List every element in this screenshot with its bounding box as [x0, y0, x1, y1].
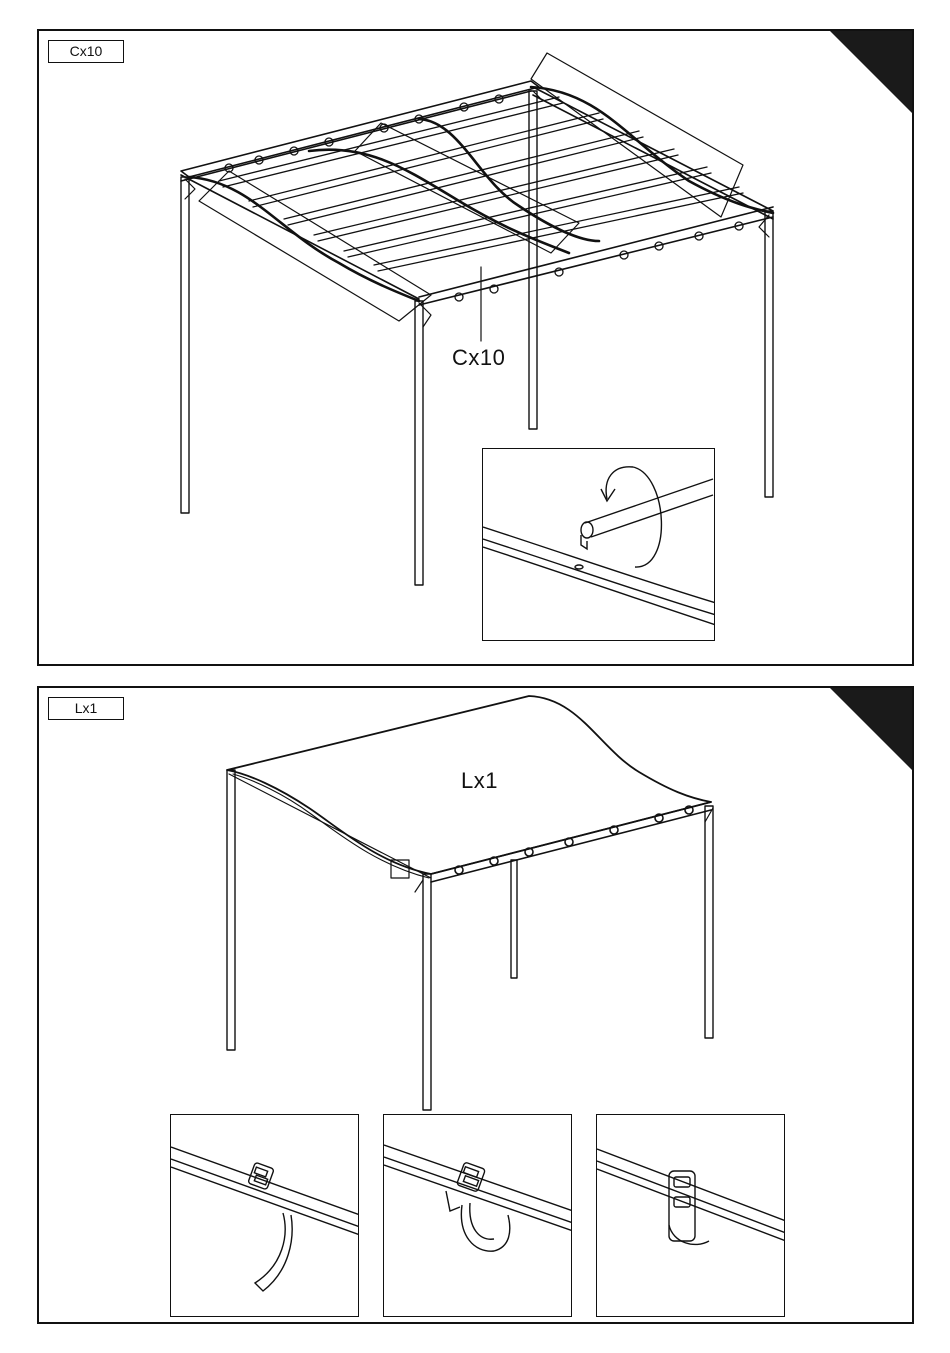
crossbars: [219, 97, 743, 271]
crossbar-callout: Cx10: [452, 345, 505, 371]
corner-braces: [185, 91, 769, 327]
frame-rails: [181, 81, 773, 305]
strap-threading-detail: [384, 1115, 572, 1317]
front-rail: [431, 802, 711, 882]
canopy-callout: Lx1: [461, 768, 498, 794]
highlight-frames: [199, 53, 743, 321]
scroll-ornaments: [225, 95, 743, 301]
strap-threading-detail: [171, 1115, 359, 1317]
detail-inset-strap-step-1: [170, 1114, 359, 1317]
step-panel-canopy: Lx1 Lx1: [37, 686, 914, 1324]
step-panel-crossbars: Cx10: [37, 29, 914, 666]
detail-inset-crossbar-rotation: [482, 448, 715, 641]
detail-inset-strap-step-3: [596, 1114, 785, 1317]
detail-inset-strap-step-2: [383, 1114, 572, 1317]
strap-threading-detail: [597, 1115, 785, 1317]
crossbar-rotate-detail: [483, 449, 715, 641]
